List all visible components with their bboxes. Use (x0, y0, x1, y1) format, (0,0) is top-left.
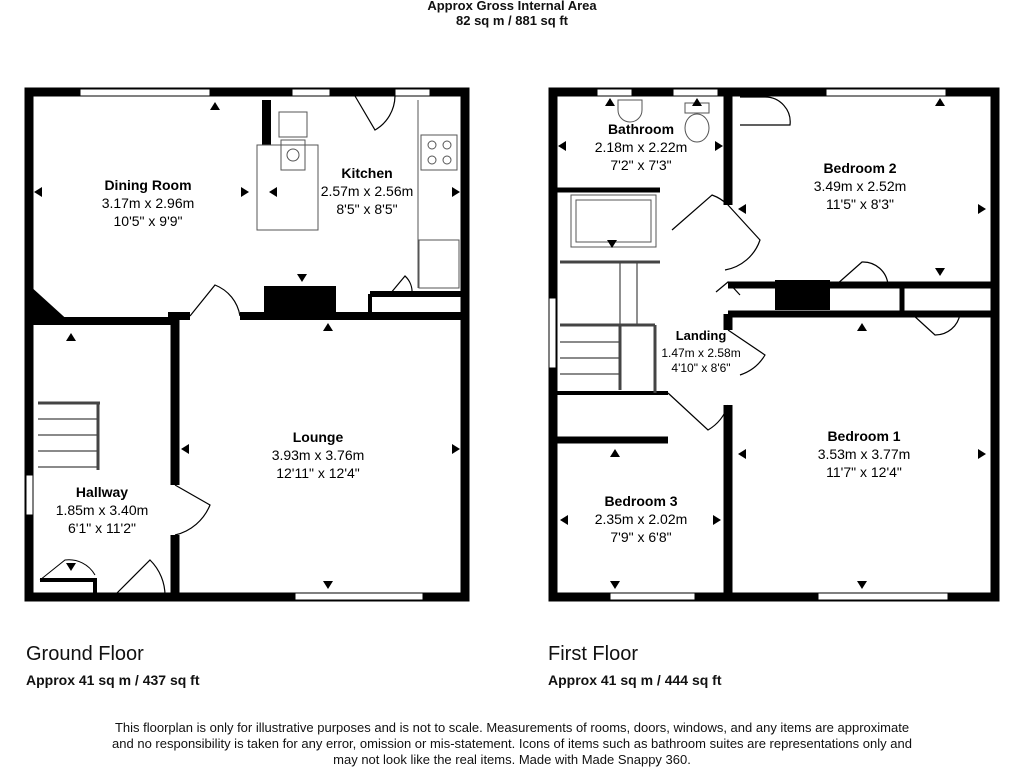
dimension-arrow-icon (605, 98, 615, 106)
dimension-arrow-icon (713, 515, 721, 525)
room-imperial: 12'11" x 12'4" (276, 465, 360, 481)
room-name: Bathroom (608, 121, 674, 137)
room-name: Kitchen (341, 165, 392, 181)
dimension-arrow-icon (210, 102, 220, 110)
room-imperial: 7'2" x 7'3" (610, 157, 671, 173)
dimension-arrow-icon (323, 581, 333, 589)
first-floor-plan (548, 87, 1000, 602)
dimension-arrow-icon (738, 204, 746, 214)
ground-outer-wall (24, 87, 470, 602)
dimension-arrow-icon (452, 444, 460, 454)
disclaimer-line: may not look like the real items. Made w… (333, 752, 691, 767)
room-name: Bedroom 3 (604, 493, 677, 509)
chimney-breast (264, 286, 336, 316)
room-metric: 3.17m x 2.96m (102, 195, 195, 211)
dimension-arrow-icon (715, 141, 723, 151)
dimension-arrow-icon (269, 187, 277, 197)
gross-area: 82 sq m / 881 sq ft (456, 13, 568, 28)
first-floor-area: Approx 41 sq m / 444 sq ft (548, 672, 722, 688)
dimension-arrow-icon (610, 449, 620, 457)
ground-floor-plan (24, 87, 470, 602)
room-imperial: 11'7" x 12'4" (826, 464, 902, 480)
room-metric: 3.93m x 3.76m (272, 447, 365, 463)
room-name: Dining Room (104, 177, 191, 193)
room-name: Lounge (293, 429, 344, 445)
dimension-arrow-icon (935, 268, 945, 276)
dimension-arrow-icon (935, 98, 945, 106)
room-name: Bedroom 1 (827, 428, 900, 444)
dimension-arrow-icon (610, 581, 620, 589)
dimension-arrow-icon (857, 581, 867, 589)
room-metric: 3.49m x 2.52m (814, 178, 907, 194)
room-name: Bedroom 2 (823, 160, 896, 176)
room-imperial: 8'5" x 8'5" (336, 201, 397, 217)
room-imperial: 4'10" x 8'6" (671, 361, 730, 375)
room-metric: 2.57m x 2.56m (321, 183, 414, 199)
dimension-arrow-icon (323, 323, 333, 331)
room-metric: 3.53m x 3.77m (818, 446, 911, 462)
dimension-arrow-icon (66, 333, 76, 341)
first-floor-label: First Floor (548, 643, 638, 665)
floorplan: Dining Room 3.17m x 2.96m 10'5" x 9'9" K… (24, 87, 1000, 602)
dimension-arrow-icon (560, 515, 568, 525)
room-name: Landing (676, 328, 727, 343)
dimension-arrow-icon (978, 204, 986, 214)
disclaimer-line: This floorplan is only for illustrative … (114, 720, 910, 735)
room-imperial: 7'9" x 6'8" (610, 529, 671, 545)
room-metric: 2.35m x 2.02m (595, 511, 688, 527)
dimension-arrow-icon (857, 323, 867, 331)
dimension-arrow-icon (297, 274, 307, 282)
dimension-arrow-icon (452, 187, 460, 197)
ground-floor-label: Ground Floor (26, 643, 144, 665)
disclaimer: This floorplan is only for illustrative … (40, 720, 984, 768)
area-title: Approx Gross Internal Area (427, 0, 597, 13)
dimension-arrow-icon (692, 98, 702, 106)
room-name: Hallway (76, 484, 128, 500)
dimension-arrow-icon (34, 187, 42, 197)
ground-floor-area: Approx 41 sq m / 437 sq ft (26, 672, 200, 688)
room-imperial: 10'5" x 9'9" (114, 213, 183, 229)
room-imperial: 11'5" x 8'3" (826, 196, 894, 212)
dimension-arrow-icon (181, 444, 189, 454)
room-metric: 1.85m x 3.40m (56, 502, 149, 518)
disclaimer-line: and no responsibility is taken for any e… (112, 736, 912, 751)
room-metric: 2.18m x 2.22m (595, 139, 688, 155)
dimension-arrow-icon (241, 187, 249, 197)
room-imperial: 6'1" x 11'2" (68, 520, 136, 536)
room-metric: 1.47m x 2.58m (661, 346, 740, 360)
dimension-arrow-icon (607, 240, 617, 248)
dimension-arrow-icon (66, 563, 76, 571)
dimension-arrow-icon (738, 449, 746, 459)
dimension-arrow-icon (978, 449, 986, 459)
dimension-arrow-icon (558, 141, 566, 151)
